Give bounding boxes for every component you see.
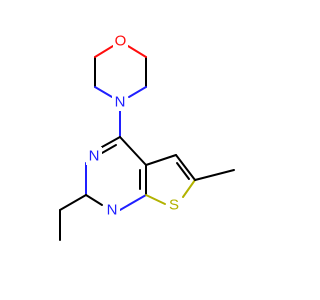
bond-c4-n3-inner [101,144,117,154]
atom-sulfur: S [166,196,182,214]
nitrogen-morpholine-label: N [115,94,126,111]
bond-c4-n3 [101,136,121,148]
atom-oxygen: O [113,32,128,50]
morpholine-ring [94,45,147,98]
nitrogen-1-label: N [107,202,118,219]
atom-nitrogen-3: N [86,147,102,165]
bond-c5-c6-inner [176,162,190,180]
nitrogen-3-label: N [89,148,100,165]
bond-c6-s [182,179,196,198]
bond-c5-c6 [175,154,196,181]
ethyl-group [59,194,87,241]
pyrimidine-ring [85,136,147,211]
oxygen-label: O [115,33,127,50]
bond-n1-c7a [119,194,147,211]
bond-c2-ch2 [59,194,87,211]
bond-c2-n1 [85,194,103,206]
sulfur-label: S [169,197,179,214]
bond-c6-o [127,45,147,58]
bond-c6-methyl [194,169,235,181]
bond-c3-n [94,86,113,98]
bond-o-c2 [94,45,114,58]
bond-n-c5 [128,86,147,98]
bond-c4a-c5 [145,154,177,166]
atom-nitrogen-1: N [104,201,120,219]
bond-s-c7a [145,194,166,205]
molecule-structure: O N N N S [59,32,235,241]
bond-c4a-c4 [119,136,147,166]
thiophene-ring [145,154,196,205]
atom-nitrogen-morpholine: N [112,93,128,111]
